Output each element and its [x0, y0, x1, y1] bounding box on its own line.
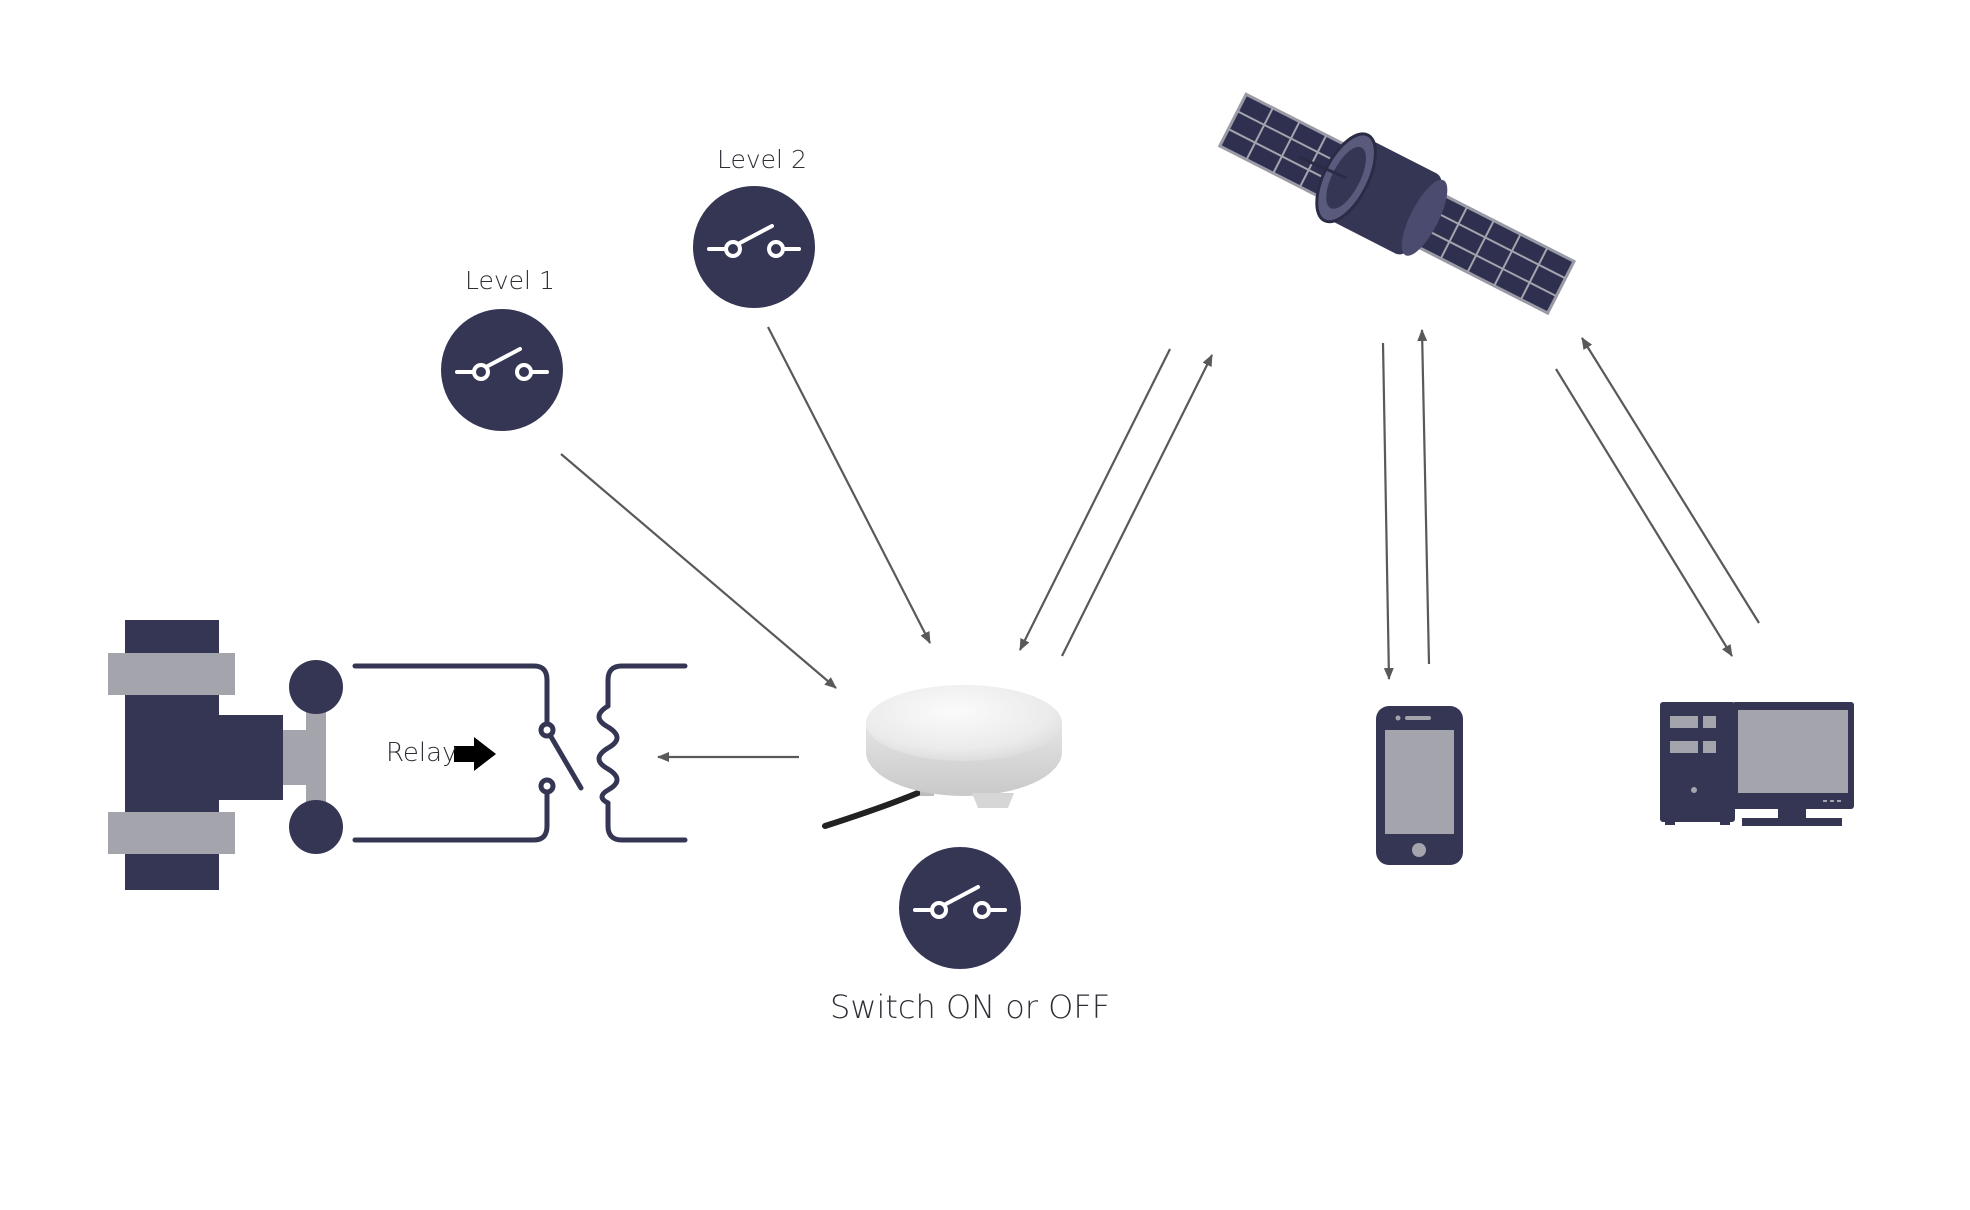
- switch-icon-main: [899, 847, 1021, 969]
- valve-icon: [108, 620, 343, 890]
- satellite-icon: [1217, 92, 1577, 316]
- arrow-satellite-to-computer: [1555, 368, 1733, 657]
- level1-label: Level 1: [465, 266, 555, 295]
- relay-icon: [352, 663, 688, 843]
- smartphone-icon: [1376, 706, 1463, 865]
- switch-label: Switch ON or OFF: [830, 988, 1111, 1026]
- arrow-satellite-to-sensor: [1019, 348, 1171, 651]
- arrow-computer-to-satellite: [1581, 337, 1760, 624]
- switch-icon-level2: [693, 186, 815, 308]
- arrow-sensor-to-satellite: [1061, 354, 1213, 657]
- arrow-right-icon: [454, 737, 496, 771]
- sensor-device-icon: [822, 685, 1062, 829]
- arrow-level2-to-sensor: [767, 326, 931, 644]
- arrow-satellite-to-phone: [1381, 342, 1394, 680]
- level2-label: Level 2: [717, 145, 807, 174]
- arrow-phone-to-satellite: [1417, 329, 1431, 665]
- arrow-level1-to-sensor: [560, 453, 837, 689]
- switch-icon-level1: [441, 309, 563, 431]
- connector-arrows: [560, 326, 1760, 762]
- desktop-computer-icon: [1660, 702, 1854, 826]
- relay-label: Relay: [386, 738, 458, 768]
